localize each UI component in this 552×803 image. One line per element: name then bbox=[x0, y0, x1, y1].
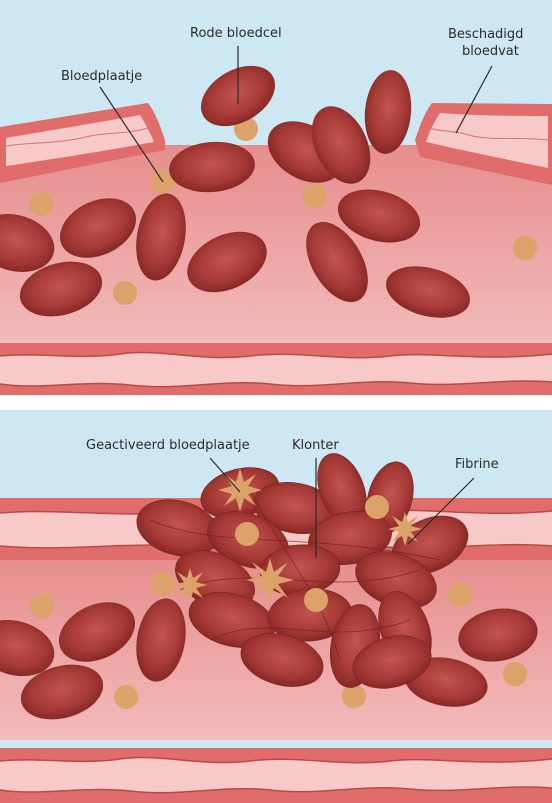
platelet bbox=[303, 184, 327, 208]
bottom-panel: Geactiveerd bloedplaatje Klonter Fibrine bbox=[0, 410, 552, 803]
platelet bbox=[151, 572, 175, 596]
platelet bbox=[304, 588, 328, 612]
damaged-vessel-label-line1: Beschadigd bbox=[448, 27, 523, 43]
platelet bbox=[365, 495, 389, 519]
platelet bbox=[113, 281, 137, 305]
platelet bbox=[235, 522, 259, 546]
fibrin-label: Fibrine bbox=[455, 457, 499, 473]
bottom-vessel-wall bbox=[0, 748, 552, 803]
platelet-label: Bloedplaatje bbox=[61, 69, 142, 85]
damaged-vessel-label-line2: bloedvat bbox=[462, 44, 519, 60]
platelet bbox=[513, 236, 537, 260]
red-cell-label: Rode bloedcel bbox=[190, 26, 282, 42]
platelet bbox=[342, 684, 366, 708]
platelet bbox=[29, 192, 53, 216]
activated-platelet-label: Geactiveerd bloedplaatje bbox=[86, 438, 250, 454]
clot-label: Klonter bbox=[292, 438, 339, 454]
top-panel: Bloedplaatje Rode bloedcel Beschadigd bl… bbox=[0, 0, 552, 395]
platelet bbox=[503, 662, 527, 686]
platelet bbox=[448, 583, 472, 607]
activated-platelet bbox=[173, 568, 207, 602]
platelet bbox=[30, 594, 54, 618]
platelet bbox=[114, 685, 138, 709]
bottom-vessel-wall bbox=[0, 343, 552, 395]
activated-platelet bbox=[388, 512, 422, 546]
